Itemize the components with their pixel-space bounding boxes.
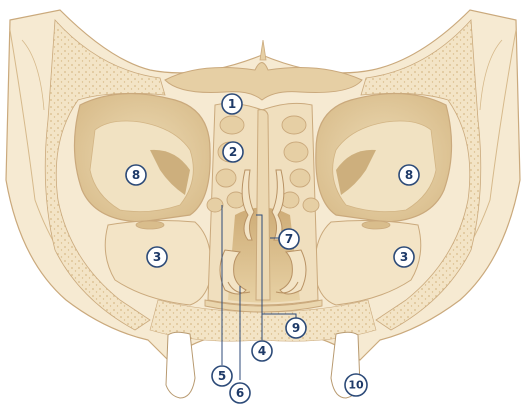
label-5-badge: 5 — [212, 366, 232, 386]
label-3-left-badge: 3 — [147, 247, 167, 267]
nasal-septum — [256, 110, 270, 300]
svg-text:7: 7 — [285, 232, 293, 246]
label-3-right-badge: 3 — [394, 247, 414, 267]
svg-text:3: 3 — [153, 250, 161, 264]
label-4-badge: 4 — [252, 341, 272, 361]
tooth-left — [166, 332, 195, 398]
svg-text:5: 5 — [218, 369, 226, 383]
svg-text:9: 9 — [292, 321, 300, 335]
svg-text:6: 6 — [236, 386, 244, 400]
svg-text:4: 4 — [258, 344, 266, 358]
svg-text:1: 1 — [228, 97, 236, 111]
label-2-badge: 2 — [223, 142, 243, 162]
svg-text:10: 10 — [348, 379, 364, 392]
label-10-badge: 10 — [345, 374, 367, 396]
label-6-badge: 6 — [230, 383, 250, 403]
label-8-right-badge: 8 — [399, 165, 419, 185]
svg-text:8: 8 — [132, 168, 140, 182]
svg-text:3: 3 — [400, 250, 408, 264]
label-1-badge: 1 — [222, 94, 242, 114]
label-8-left-badge: 8 — [126, 165, 146, 185]
label-9-badge: 9 — [286, 318, 306, 338]
label-7-badge: 7 — [279, 229, 299, 249]
svg-text:8: 8 — [405, 168, 413, 182]
svg-text:2: 2 — [229, 145, 237, 159]
